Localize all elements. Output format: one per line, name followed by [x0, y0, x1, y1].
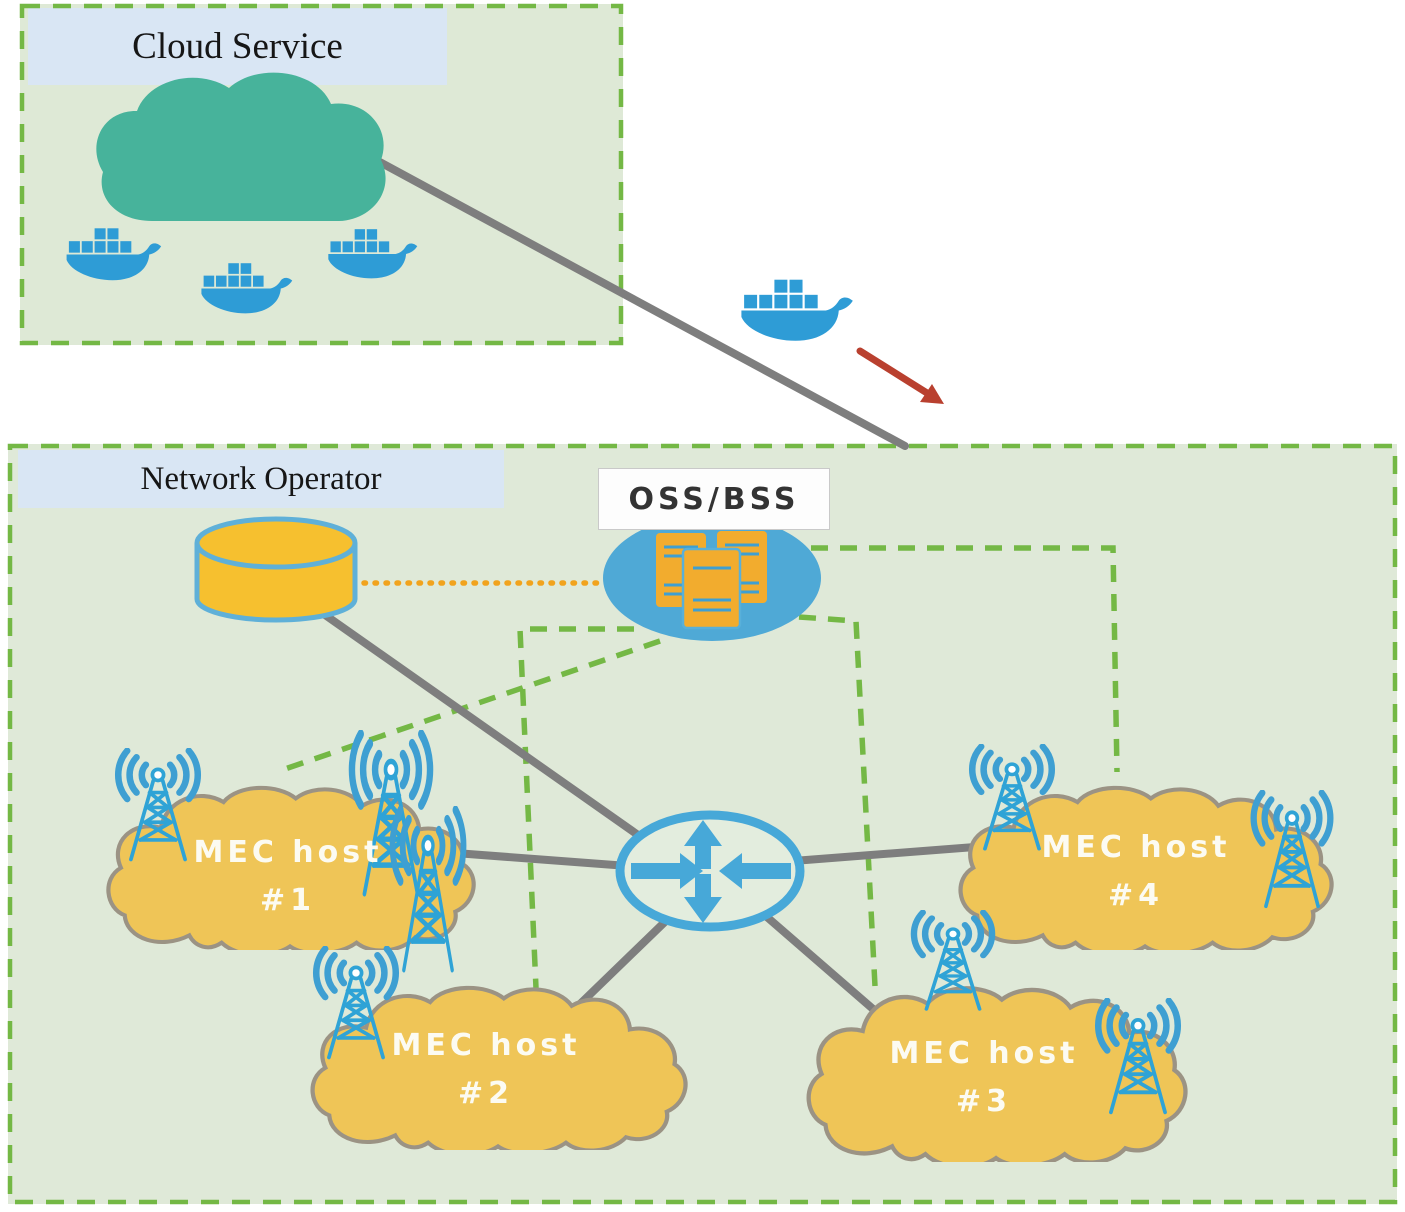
mec-host-name: MEC host — [1041, 830, 1231, 865]
cloud-service-cloud-icon — [96, 72, 386, 221]
cloud-service-title-bar: Cloud Service — [28, 8, 447, 85]
network-operator-title: Network Operator — [140, 460, 382, 497]
green-dashed-link-mec3 — [798, 614, 878, 987]
network-operator-title-bar: Network Operator — [18, 450, 504, 508]
oss-bss-node — [603, 515, 821, 641]
database-cylinder-icon — [194, 516, 358, 623]
cloud-service-title: Cloud Service — [132, 26, 343, 67]
docker-whale-icon — [328, 229, 418, 279]
docker-whale-icon — [201, 263, 293, 314]
mec1-to-router-line — [451, 849, 632, 870]
mec-host-3-label: MEC host #3 — [824, 1030, 1144, 1126]
router-to-mec2-line — [574, 911, 676, 1010]
oss-bss-label-text: OSS/BSS — [628, 481, 800, 517]
mec-host-1-label: MEC host #1 — [128, 829, 448, 925]
oss-bss-label: OSS/BSS — [598, 468, 830, 530]
mec-host-4-label: MEC host #4 — [976, 824, 1296, 920]
mec-host-number: #2 — [457, 1076, 514, 1111]
red-deploy-arrow-icon — [856, 347, 944, 404]
green-dashed-link-mec1 — [281, 638, 661, 773]
green-dashed-link-mec4 — [811, 545, 1120, 773]
cloud-to-operator-line — [372, 156, 909, 450]
router-icon — [615, 810, 805, 932]
network-operator-border — [7, 443, 1398, 1205]
mec-host-number: #1 — [259, 883, 316, 918]
mec-host-name: MEC host — [391, 1028, 581, 1063]
mec-host-number: #3 — [955, 1084, 1012, 1119]
mec-host-name: MEC host — [193, 835, 383, 870]
mec-host-number: #4 — [1107, 878, 1164, 913]
docker-whale-icon — [66, 228, 162, 281]
server-stack-icon — [656, 531, 767, 630]
green-dashed-link-mec2 — [517, 626, 634, 989]
database-to-router-line — [314, 606, 652, 846]
docker-whale-icon — [741, 279, 853, 341]
mec-host-name: MEC host — [889, 1036, 1079, 1071]
mec-host-2-label: MEC host #2 — [326, 1022, 646, 1118]
router-to-mec4-line — [789, 842, 992, 865]
router-to-mec3-line — [756, 907, 892, 1026]
